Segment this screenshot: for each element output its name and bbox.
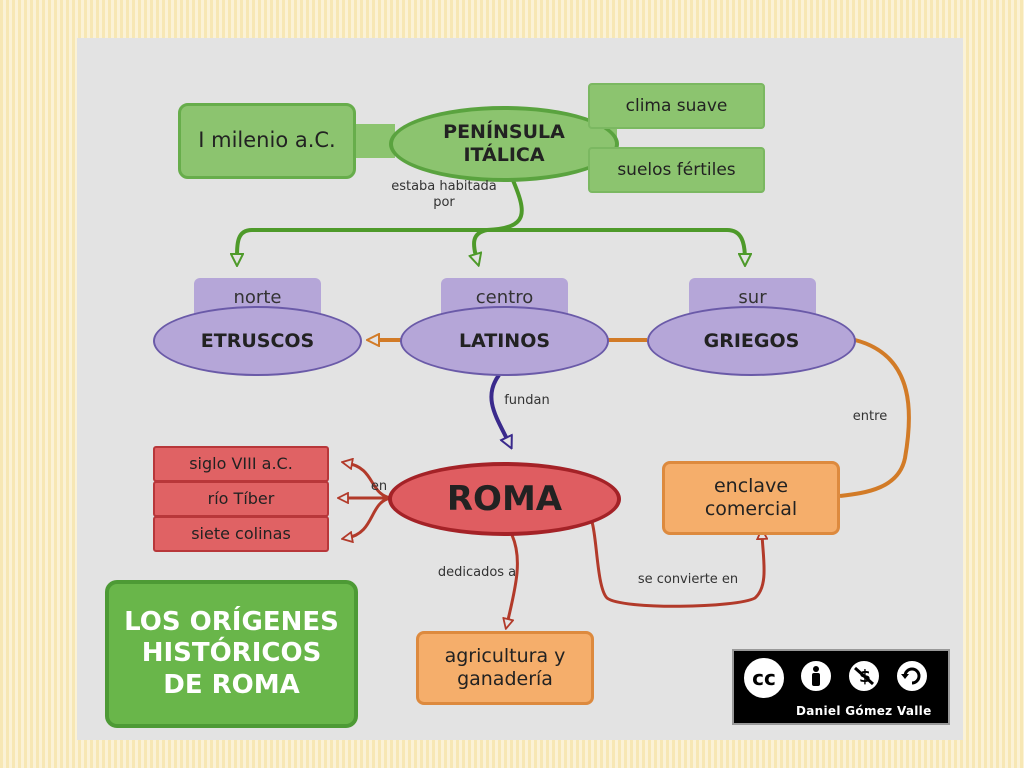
arrow-dedicados: [507, 534, 519, 624]
license-author: Daniel Gómez Valle: [796, 704, 932, 718]
arrow-fundan: [489, 373, 509, 443]
milenio-connector: [355, 124, 395, 158]
arrow-to-sur: [487, 228, 745, 260]
label-en: en: [370, 479, 388, 494]
arrow-to-colinas: [347, 496, 391, 538]
node-suelos: suelos fértiles: [588, 147, 765, 193]
page-title: LOS ORÍGENES HISTÓRICOS DE ROMA: [105, 580, 358, 728]
node-colinas: siete colinas: [153, 516, 329, 552]
node-clima: clima suave: [588, 83, 765, 129]
noncommercial-icon: $: [846, 658, 882, 694]
attribution-icon: [798, 658, 834, 694]
arrow-to-siglo: [347, 463, 391, 500]
arrow-to-centro: [474, 228, 488, 260]
arrow-griegos-enclave: [839, 338, 911, 498]
node-roma: ROMA: [388, 462, 621, 536]
node-latinos: LATINOS: [400, 306, 609, 376]
sharealike-icon: [894, 658, 930, 694]
label-entre: entre: [852, 409, 888, 424]
cc-icon: cc: [740, 654, 788, 702]
node-milenio: I milenio a.C.: [178, 103, 356, 179]
node-rio: río Tíber: [153, 481, 329, 517]
label-habitada: estaba habitada por: [391, 179, 497, 211]
node-etruscos: ETRUSCOS: [153, 306, 362, 376]
cc-license-badge: cc $ Daniel Gómez Valle: [732, 649, 950, 725]
node-peninsula: PENÍNSULA ITÁLICA: [389, 106, 619, 182]
node-enclave: enclave comercial: [662, 461, 840, 535]
label-dedicados: dedicados a: [437, 565, 517, 580]
label-convierte: se convierte en: [637, 572, 739, 587]
label-fundan: fundan: [504, 393, 550, 408]
node-agricultura: agricultura y ganadería: [416, 631, 594, 705]
node-griegos: GRIEGOS: [647, 306, 856, 376]
node-siglo: siglo VIII a.C.: [153, 446, 329, 482]
arrow-convierte: [590, 521, 764, 608]
concept-map: I milenio a.C. PENÍNSULA ITÁLICA clima s…: [77, 38, 963, 740]
